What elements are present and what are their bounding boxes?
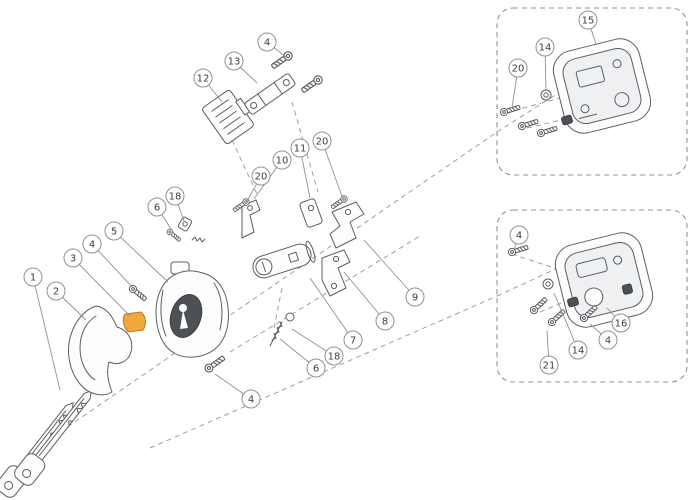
svg-text:1: 1: [30, 272, 36, 283]
svg-text:7: 7: [350, 335, 356, 346]
screw-drawing: [299, 73, 325, 95]
svg-text:20: 20: [316, 136, 329, 147]
svg-text:6: 6: [154, 202, 160, 213]
svg-text:14: 14: [572, 345, 585, 356]
svg-text:6: 6: [313, 363, 319, 374]
housing-bottom-drawing: [507, 232, 654, 328]
svg-text:8: 8: [382, 316, 388, 327]
callout-balloon-16: 16: [611, 313, 631, 333]
small-parts-upper-drawing: [165, 216, 206, 244]
callout-balloon-15: 15: [578, 10, 598, 30]
cover-drawing: [67, 305, 133, 396]
svg-text:4: 4: [248, 394, 254, 405]
svg-text:15: 15: [582, 15, 595, 26]
parts-layer: [0, 38, 654, 498]
callout-balloon-4: 4: [82, 234, 102, 254]
leader-line-1: [32, 276, 61, 391]
svg-text:21: 21: [543, 360, 556, 371]
callout-balloon-9: 9: [405, 287, 425, 307]
latch-bracket-drawing: [321, 249, 351, 297]
keys-drawing: [0, 390, 92, 498]
leader-line-3: [72, 257, 131, 317]
svg-text:4: 4: [264, 37, 270, 48]
mid-brackets-drawing: [231, 194, 365, 249]
svg-text:2: 2: [53, 286, 59, 297]
callout-balloon-6: 6: [306, 358, 326, 378]
cylinder-drawing: [252, 240, 316, 279]
housing-top-drawing: [499, 38, 652, 138]
svg-text:5: 5: [111, 226, 117, 237]
svg-text:18: 18: [169, 191, 182, 202]
leader-line-4: [91, 243, 137, 292]
callout-balloon-13: 13: [224, 51, 244, 71]
svg-text:11: 11: [294, 143, 307, 154]
callout-balloon-3: 3: [63, 248, 83, 268]
screw-drawing: [127, 283, 149, 303]
callout-balloon-20: 20: [251, 166, 271, 186]
bracket-strip-drawing: [244, 73, 296, 115]
callout-balloon-20: 20: [508, 58, 528, 78]
callout-balloon-20: 20: [312, 131, 332, 151]
plate-drawing: [202, 89, 254, 145]
callout-balloon-14: 14: [535, 37, 555, 57]
svg-text:14: 14: [539, 42, 552, 53]
svg-text:12: 12: [197, 73, 210, 84]
callout-balloon-14: 14: [568, 340, 588, 360]
svg-text:3: 3: [70, 253, 76, 264]
callout-balloon-18: 18: [324, 346, 344, 366]
leader-line-8: [343, 271, 386, 322]
callout-balloon-7: 7: [343, 330, 363, 350]
callout-balloon-4: 4: [598, 330, 618, 350]
svg-text:18: 18: [328, 351, 341, 362]
leader-line-5: [113, 230, 169, 283]
svg-text:9: 9: [412, 292, 418, 303]
callout-balloon-4: 4: [509, 225, 529, 245]
svg-text:20: 20: [512, 63, 525, 74]
callout-balloon-12: 12: [193, 68, 213, 88]
leader-line-7: [309, 277, 354, 341]
callout-balloon-6: 6: [147, 197, 167, 217]
leader-line-20: [321, 140, 344, 200]
detail-box-bottom: [496, 209, 688, 383]
screw-drawing: [269, 49, 295, 71]
lock-housing-drawing: [155, 261, 229, 358]
callout-balloon-8: 8: [375, 311, 395, 331]
svg-text:4: 4: [605, 335, 611, 346]
callout-balloon-5: 5: [104, 221, 124, 241]
svg-text:20: 20: [255, 171, 268, 182]
callout-balloon-2: 2: [46, 281, 66, 301]
screw-drawing: [202, 353, 227, 375]
leader-line-9: [363, 239, 416, 298]
svg-text:10: 10: [276, 155, 289, 166]
highlighted-clip-drawing: [122, 311, 146, 333]
svg-text:4: 4: [89, 239, 95, 250]
svg-text:16: 16: [615, 318, 628, 329]
small-parts-lower-drawing: [269, 312, 295, 347]
callout-balloons-layer: 1234561812134201011201514209871864416414…: [23, 10, 631, 409]
svg-text:13: 13: [228, 56, 241, 67]
svg-text:4: 4: [516, 230, 522, 241]
callout-balloon-1: 1: [23, 267, 43, 287]
callout-balloon-21: 21: [539, 355, 559, 375]
callout-balloon-11: 11: [290, 138, 310, 158]
callout-balloon-10: 10: [272, 150, 292, 170]
callout-balloon-18: 18: [165, 186, 185, 206]
leader-line-14: [553, 292, 579, 351]
callout-balloon-4: 4: [257, 32, 277, 52]
detail-boxes: [496, 7, 688, 383]
callout-balloon-4: 4: [241, 389, 261, 409]
